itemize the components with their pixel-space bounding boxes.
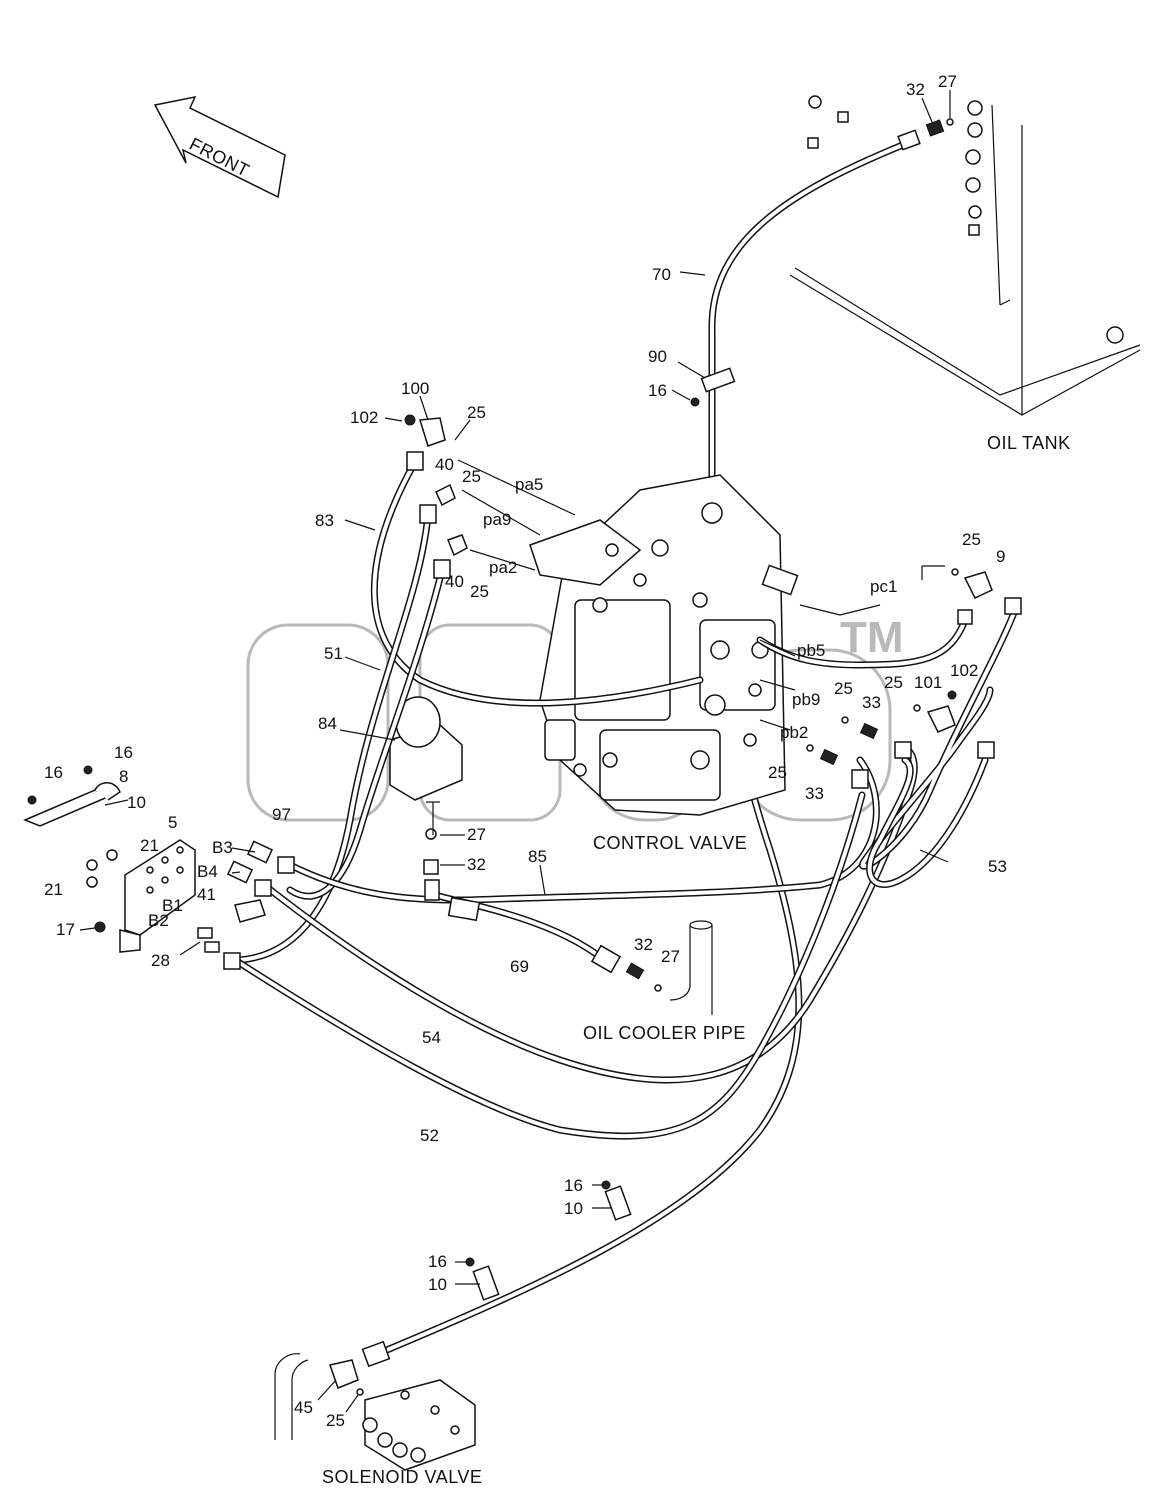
label-25: 25 bbox=[962, 530, 981, 549]
label-pb9: pb9 bbox=[792, 690, 820, 709]
solenoid-valve-caption: SOLENOID VALVE bbox=[322, 1467, 482, 1487]
clamp-10-lower bbox=[465, 1257, 500, 1301]
label-16: 16 bbox=[428, 1252, 447, 1271]
label-pa2: pa2 bbox=[489, 558, 517, 577]
hose-83 bbox=[370, 414, 704, 707]
label-54: 54 bbox=[422, 1028, 441, 1047]
label-16: 16 bbox=[564, 1176, 583, 1195]
label-pb2: pb2 bbox=[780, 723, 808, 742]
label-33: 33 bbox=[862, 693, 881, 712]
watermark-tm: TM bbox=[840, 613, 904, 662]
label-97: 97 bbox=[272, 805, 291, 824]
oil-tank-caption: OIL TANK bbox=[987, 433, 1071, 453]
label-10: 10 bbox=[127, 793, 146, 812]
label-52: 52 bbox=[420, 1126, 439, 1145]
label-25: 25 bbox=[768, 763, 787, 782]
label-41: 41 bbox=[197, 885, 216, 904]
label-25: 25 bbox=[834, 679, 853, 698]
hose-pa2 bbox=[286, 534, 468, 900]
label-102: 102 bbox=[350, 408, 378, 427]
label-102: 102 bbox=[950, 661, 978, 680]
label-27: 27 bbox=[467, 825, 486, 844]
label-25: 25 bbox=[884, 673, 903, 692]
label-40: 40 bbox=[435, 455, 454, 474]
label-pa9: pa9 bbox=[483, 510, 511, 529]
label-51: 51 bbox=[324, 644, 343, 663]
label-5: 5 bbox=[168, 813, 177, 832]
clamp-10-upper bbox=[601, 1180, 632, 1221]
label-16: 16 bbox=[44, 763, 63, 782]
clamp-90 bbox=[690, 367, 736, 407]
oil-cooler-pipe: OIL COOLER PIPE bbox=[583, 920, 746, 1043]
control-valve-caption: CONTROL VALVE bbox=[593, 833, 747, 853]
oil-cooler-pipe-caption: OIL COOLER PIPE bbox=[583, 1023, 746, 1043]
label-16: 16 bbox=[648, 381, 667, 400]
label-32: 32 bbox=[634, 935, 653, 954]
label-90: 90 bbox=[648, 347, 667, 366]
hose-pc1 bbox=[756, 568, 993, 669]
label-27: 27 bbox=[661, 947, 680, 966]
label-45: 45 bbox=[294, 1398, 313, 1417]
label-pc1: pc1 bbox=[870, 577, 897, 596]
oil-tank: OIL TANK bbox=[789, 95, 1141, 453]
part-labels: 32 27 70 90 16 100 102 25 40 25 pa5 pa9 … bbox=[44, 72, 1007, 1430]
label-101: 101 bbox=[914, 673, 942, 692]
label-pa5: pa5 bbox=[515, 475, 543, 494]
fittings-right bbox=[806, 690, 957, 766]
label-25: 25 bbox=[467, 403, 486, 422]
label-25: 25 bbox=[462, 467, 481, 486]
label-10: 10 bbox=[428, 1275, 447, 1294]
label-27: 27 bbox=[938, 72, 957, 91]
label-17: 17 bbox=[56, 920, 75, 939]
label-69: 69 bbox=[510, 957, 529, 976]
label-16: 16 bbox=[114, 743, 133, 762]
label-21: 21 bbox=[140, 836, 159, 855]
hose-85 bbox=[277, 756, 880, 904]
label-33: 33 bbox=[805, 784, 824, 803]
hose-53 bbox=[859, 597, 1022, 888]
hose-52 bbox=[223, 769, 869, 1140]
label-8: 8 bbox=[119, 767, 128, 786]
leader-lines bbox=[79, 90, 951, 1413]
label-85: 85 bbox=[528, 847, 547, 866]
label-32: 32 bbox=[467, 855, 486, 874]
label-28: 28 bbox=[151, 951, 170, 970]
front-arrow: FRONT bbox=[153, 95, 286, 199]
label-10: 10 bbox=[564, 1199, 583, 1218]
label-25: 25 bbox=[470, 582, 489, 601]
label-B1: B1 bbox=[162, 896, 183, 915]
hose-70 bbox=[361, 118, 954, 1368]
label-B3: B3 bbox=[212, 838, 233, 857]
hose-51 bbox=[236, 483, 456, 964]
bracket-8 bbox=[23, 765, 121, 827]
label-84: 84 bbox=[318, 714, 337, 733]
label-40: 40 bbox=[445, 572, 464, 591]
control-valve: CONTROL VALVE bbox=[529, 474, 799, 853]
label-32: 32 bbox=[906, 80, 925, 99]
label-70: 70 bbox=[652, 265, 671, 284]
label-53: 53 bbox=[988, 857, 1007, 876]
block-84 bbox=[389, 696, 463, 801]
label-83: 83 bbox=[315, 511, 334, 530]
label-25: 25 bbox=[326, 1411, 345, 1430]
hose-69 bbox=[423, 828, 662, 992]
label-21: 21 bbox=[44, 880, 63, 899]
label-9: 9 bbox=[996, 547, 1005, 566]
label-B4: B4 bbox=[197, 862, 218, 881]
solenoid-valve: SOLENOID VALVE bbox=[274, 1353, 482, 1487]
bracket-5 bbox=[86, 839, 274, 953]
label-pb5: pb5 bbox=[797, 641, 825, 660]
label-B2: B2 bbox=[148, 911, 169, 930]
label-100: 100 bbox=[401, 379, 429, 398]
